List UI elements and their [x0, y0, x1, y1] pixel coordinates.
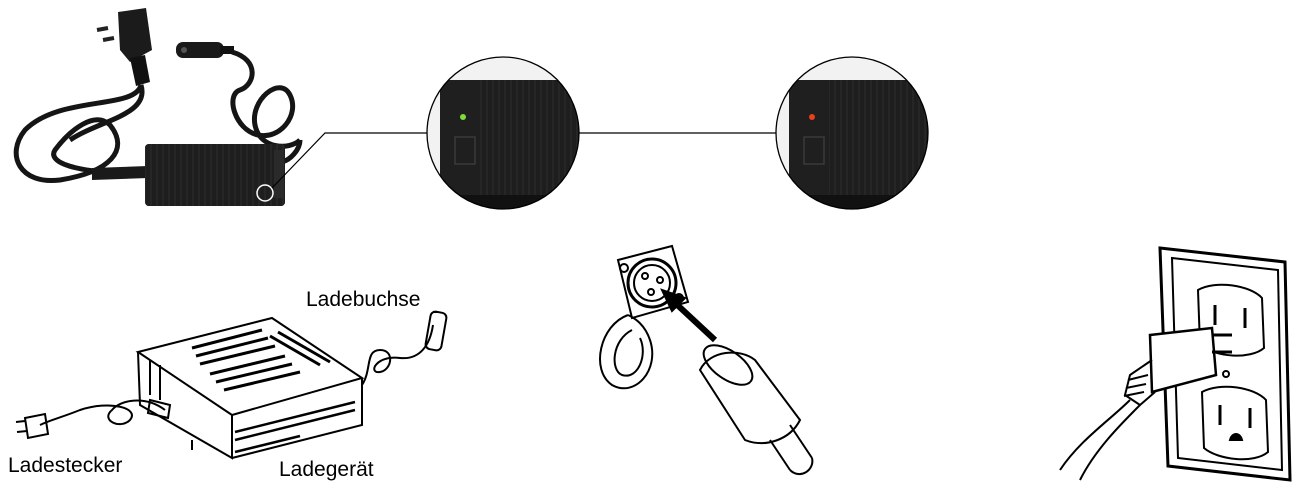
- eu-plug-icon: [97, 8, 152, 86]
- red-led-icon: [809, 114, 815, 120]
- led-zoom-green: [427, 57, 590, 220]
- charging-socket-label: Ladebuchse: [306, 288, 420, 312]
- charger-line-drawing: [16, 311, 447, 458]
- power-adapter-photo: [16, 8, 300, 206]
- led-zoom-red: [776, 57, 939, 220]
- charger-label: Ladegerät: [279, 458, 374, 482]
- dc-connector-icon: [176, 42, 234, 58]
- green-led-icon: [460, 114, 466, 120]
- wall-outlet-drawing: [1060, 248, 1290, 480]
- charging-plug-label: Ladestecker: [8, 454, 122, 478]
- xlr-socket-drawing: [600, 246, 812, 474]
